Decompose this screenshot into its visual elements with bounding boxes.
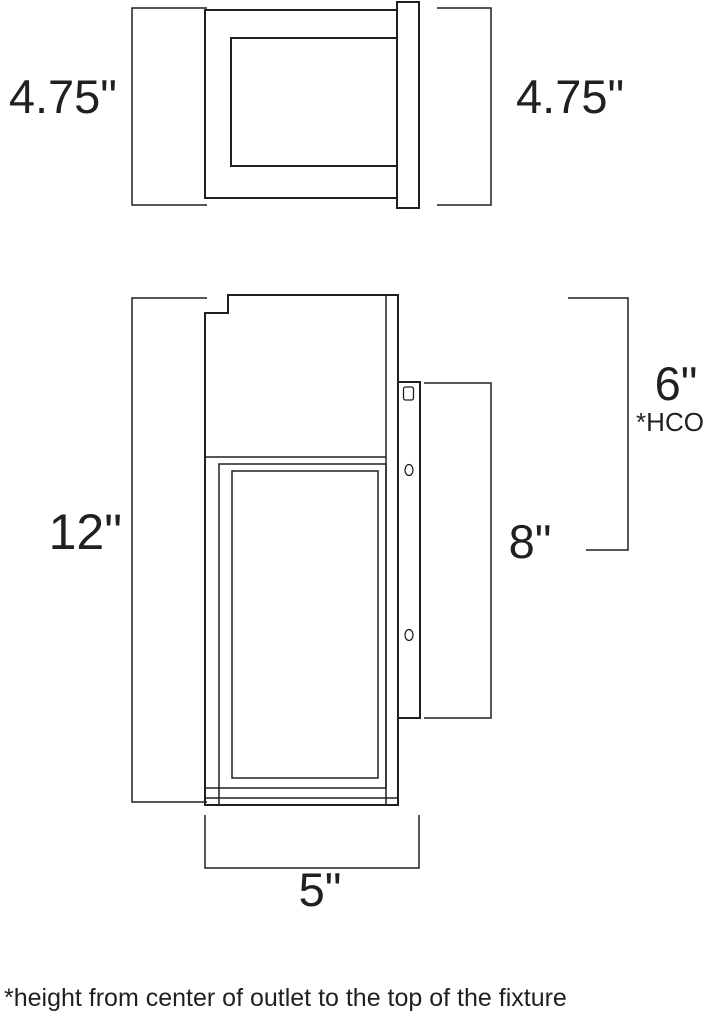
hco-note-label: *HCO — [636, 407, 704, 437]
top-view-left-dim-bracket — [131, 7, 207, 206]
top-view — [131, 1, 492, 209]
width-dim-bracket-5 — [204, 815, 420, 869]
top-view-body-inner — [230, 37, 398, 167]
top-view-backplate — [396, 1, 420, 209]
front-view — [131, 294, 629, 869]
hco-footnote: *height from center of outlet to the top… — [4, 984, 567, 1012]
height-dim-label: 12" — [49, 504, 122, 560]
backplate-top-slot — [402, 386, 415, 401]
perforated-lens — [231, 470, 379, 779]
hco-dim-label: 6" — [655, 357, 698, 410]
top-view-right-dim-bracket — [437, 7, 492, 206]
screw-hole-upper — [404, 463, 414, 477]
hco-dim-bracket-6 — [568, 297, 629, 551]
fixture-outline — [204, 294, 399, 806]
top-view-right-dim-label: 4.75" — [516, 70, 624, 123]
backplate-dim-label: 8" — [509, 515, 552, 568]
width-dim-label: 5" — [299, 863, 342, 916]
lens-frame — [218, 463, 387, 789]
screw-hole-lower — [404, 628, 414, 642]
top-view-left-dim-label: 4.75" — [9, 70, 117, 123]
side-wall-hatch-strip — [385, 294, 399, 806]
backplate-dim-bracket-8 — [424, 382, 492, 719]
backplate-side-view — [397, 381, 421, 719]
height-dim-bracket-12 — [131, 297, 207, 803]
bottom-left-foot-hatch — [204, 787, 220, 806]
